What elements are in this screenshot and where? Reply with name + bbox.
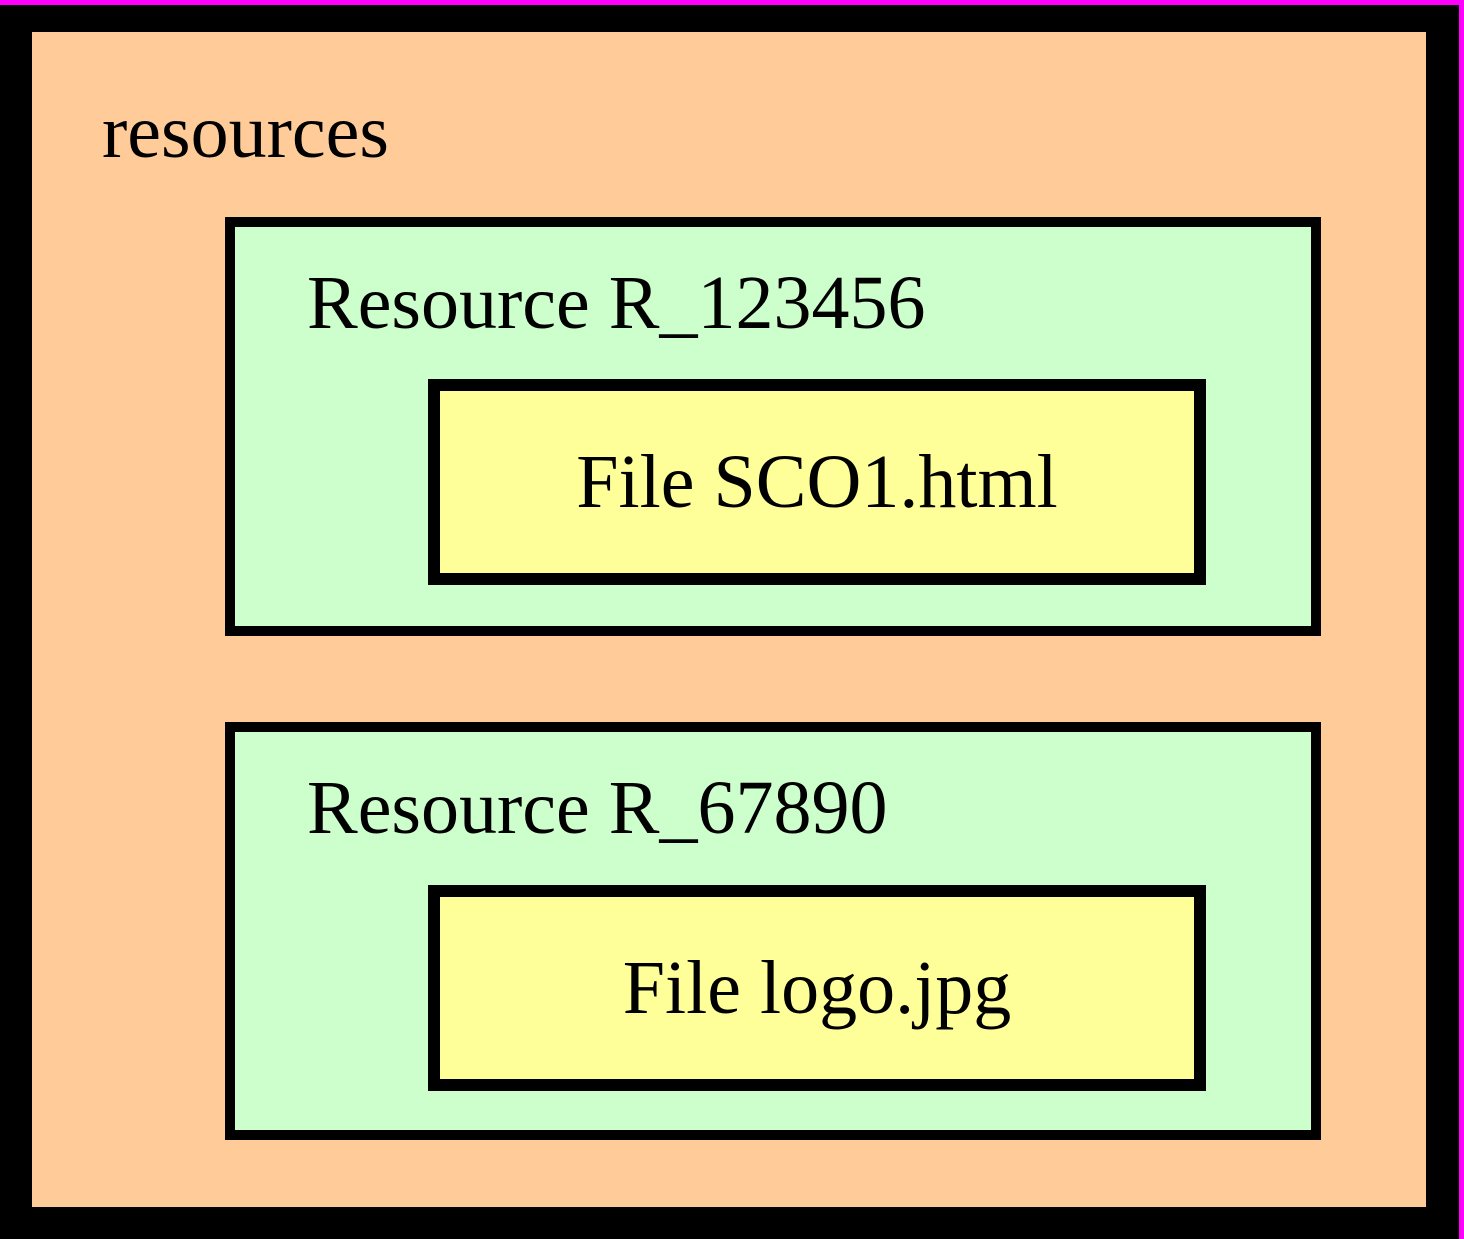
- package-resources[interactable]: resources Resource R_123456 File SCO1.ht…: [32, 32, 1426, 1207]
- canvas-edge-highlight-right: [1459, 0, 1464, 1239]
- resource-box-r-123456[interactable]: Resource R_123456 File SCO1.html: [225, 217, 1321, 636]
- file-box-sco1-html[interactable]: File SCO1.html: [428, 379, 1206, 585]
- resource-box-r-67890[interactable]: Resource R_67890 File logo.jpg: [225, 722, 1321, 1140]
- file-title: File logo.jpg: [622, 946, 1012, 1030]
- resource-title: Resource R_67890: [307, 766, 888, 850]
- package-title: resources: [102, 90, 389, 174]
- file-box-logo-jpg[interactable]: File logo.jpg: [428, 885, 1206, 1091]
- resource-title: Resource R_123456: [307, 261, 926, 345]
- canvas-edge-highlight-top: [0, 0, 1464, 5]
- file-title: File SCO1.html: [576, 440, 1058, 524]
